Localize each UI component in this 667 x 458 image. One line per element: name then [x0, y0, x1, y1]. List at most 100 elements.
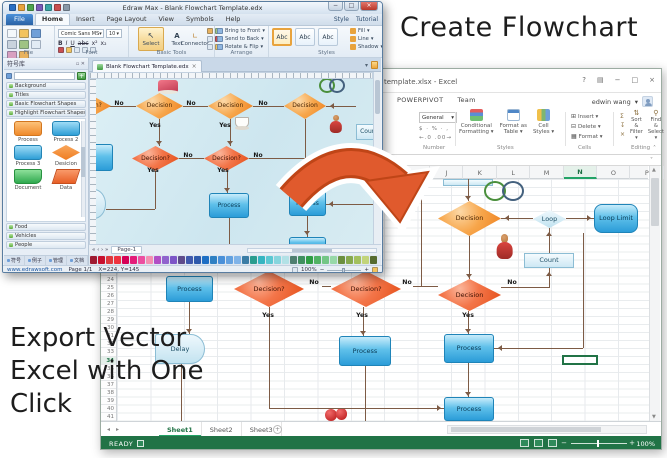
cells-button[interactable]: ⊞ Insert ▾: [571, 113, 599, 120]
process-node[interactable]: Process: [209, 193, 249, 218]
palette-color-swatch[interactable]: [138, 256, 145, 264]
library-group-header[interactable]: Food: [6, 223, 86, 231]
count-node[interactable]: Count: [524, 253, 574, 268]
edraw-ribbon-tab[interactable]: Help: [225, 15, 241, 23]
page-nav-icons[interactable]: « ‹ › »: [92, 247, 109, 253]
palette-color-swatch[interactable]: [234, 256, 241, 264]
palette-color-swatch[interactable]: [306, 256, 313, 264]
row-header-29[interactable]: 29: [101, 316, 116, 325]
column-header-L[interactable]: L: [497, 166, 531, 179]
shape-process-2[interactable]: Process 2: [47, 121, 85, 143]
cells-button[interactable]: ⊟ Delete ▾: [571, 123, 601, 130]
palette-color-swatch[interactable]: [114, 256, 121, 264]
styles-button[interactable]: Cell Styles ▾: [533, 109, 554, 136]
row-header-24[interactable]: 24: [101, 276, 116, 285]
zoom-in-icon[interactable]: +: [364, 267, 369, 273]
palette-color-swatch[interactable]: [314, 256, 321, 264]
palette-color-swatch[interactable]: [282, 256, 289, 264]
print-icon[interactable]: [54, 4, 61, 11]
row-header-34[interactable]: 34: [101, 356, 116, 365]
row-header-30[interactable]: 30: [101, 324, 116, 333]
panel-footer-tab[interactable]: 例子: [25, 256, 46, 265]
palette-color-swatch[interactable]: [226, 256, 233, 264]
process-node[interactable]: Process: [339, 336, 391, 366]
style-preview-chip[interactable]: Abc: [318, 28, 338, 46]
palette-color-swatch[interactable]: [178, 256, 185, 264]
library-group-header[interactable]: Basic Flowchart Shapes: [6, 100, 86, 108]
bullet-list-icon[interactable]: [90, 47, 96, 53]
zoom-slider[interactable]: [327, 267, 362, 272]
font-size-dropdown[interactable]: 10▾: [106, 29, 122, 38]
open-icon[interactable]: [19, 29, 29, 38]
editing-button[interactable]: ⚲ Find & Select ▾: [647, 109, 664, 141]
ellipse-tool-icon[interactable]: [207, 44, 213, 50]
process-node[interactable]: [289, 237, 326, 244]
highlight-color-icon[interactable]: [66, 47, 72, 53]
scrollbar-thumb[interactable]: [375, 80, 380, 114]
macro-record-icon[interactable]: [137, 440, 144, 447]
style-preview-chip[interactable]: Abc: [272, 28, 292, 46]
pan-zoom-icon[interactable]: [372, 267, 378, 272]
bicycle-icon[interactable]: [483, 180, 525, 201]
library-search-combo[interactable]: [14, 71, 75, 80]
edraw-title-link[interactable]: Tutorial: [355, 16, 378, 23]
palette-color-swatch[interactable]: [298, 256, 305, 264]
coffee-cup-icon[interactable]: [234, 117, 250, 130]
sheet-tab[interactable]: Sheet1: [159, 422, 202, 437]
zoom-out-icon[interactable]: −: [319, 267, 325, 273]
new-icon[interactable]: [36, 4, 43, 11]
palette-color-swatch[interactable]: [90, 256, 97, 264]
scrollbar-thumb[interactable]: [651, 178, 659, 226]
styles-button[interactable]: Format as Table ▾: [500, 109, 527, 136]
scrollbar-thumb[interactable]: [292, 249, 332, 252]
edraw-title-link[interactable]: Style: [333, 16, 349, 23]
palette-color-swatch[interactable]: [154, 256, 161, 264]
column-header-I[interactable]: I: [397, 166, 430, 179]
palette-color-swatch[interactable]: [146, 256, 153, 264]
row-header-39[interactable]: 39: [101, 397, 116, 405]
process-node[interactable]: [96, 144, 113, 171]
row-header-25[interactable]: 25: [101, 284, 116, 293]
text-tool-button[interactable]: A Text: [166, 28, 188, 50]
library-group-header[interactable]: Vehicles: [6, 232, 86, 240]
row-header-40[interactable]: 40: [101, 405, 116, 413]
palette-color-swatch[interactable]: [210, 256, 217, 264]
palette-color-swatch[interactable]: [186, 256, 193, 264]
font-style-button[interactable]: abc: [77, 40, 89, 47]
excel-window-button-icon[interactable]: ×: [649, 76, 655, 84]
font-style-button[interactable]: I: [65, 40, 68, 47]
decision-node[interactable]: Decision?: [331, 271, 401, 307]
palette-color-swatch[interactable]: [106, 256, 113, 264]
process-node[interactable]: Process: [444, 397, 494, 421]
edraw-ribbon-tab[interactable]: Home: [34, 13, 70, 25]
excel-ribbon-tab[interactable]: POWERPIVOT: [397, 96, 444, 104]
zoom-level[interactable]: 100%: [301, 267, 317, 273]
palette-color-swatch[interactable]: [346, 256, 353, 264]
horizontal-scrollbar[interactable]: [447, 425, 647, 434]
panel-footer-tab[interactable]: 文档: [67, 256, 88, 265]
shape-process-3[interactable]: Process 3: [9, 145, 47, 167]
palette-color-swatch[interactable]: [370, 256, 377, 264]
count-node[interactable]: Count: [356, 124, 376, 140]
cherry-icon[interactable]: [323, 404, 349, 421]
palette-color-swatch[interactable]: [170, 256, 177, 264]
font-style-button[interactable]: B: [58, 40, 63, 47]
align-left-icon[interactable]: [74, 47, 80, 53]
add-library-button[interactable]: +: [77, 71, 86, 80]
rectangle-tool-icon[interactable]: [207, 36, 213, 42]
row-header-31[interactable]: 31: [101, 332, 116, 341]
delay-node[interactable]: Delay: [155, 334, 205, 364]
row-header-32[interactable]: 32: [101, 340, 116, 349]
edraw-ribbon-tab[interactable]: Insert: [75, 15, 95, 23]
normal-view-icon[interactable]: [520, 439, 529, 447]
zoom-slider-thumb[interactable]: [597, 440, 599, 447]
select-tool-button[interactable]: ↖ Select: [138, 27, 164, 51]
maximize-button[interactable]: □: [344, 2, 359, 11]
palette-color-swatch[interactable]: [130, 256, 137, 264]
edraw-ribbon-tab[interactable]: Symbols: [185, 15, 214, 23]
redo-icon[interactable]: [27, 4, 34, 11]
new-document-icon[interactable]: [7, 29, 17, 38]
palette-color-swatch[interactable]: [242, 256, 249, 264]
zoom-in-icon[interactable]: +: [629, 439, 635, 447]
edraw-canvas[interactable]: Decision?DecisionDecisionDecisionCountDe…: [96, 79, 376, 244]
